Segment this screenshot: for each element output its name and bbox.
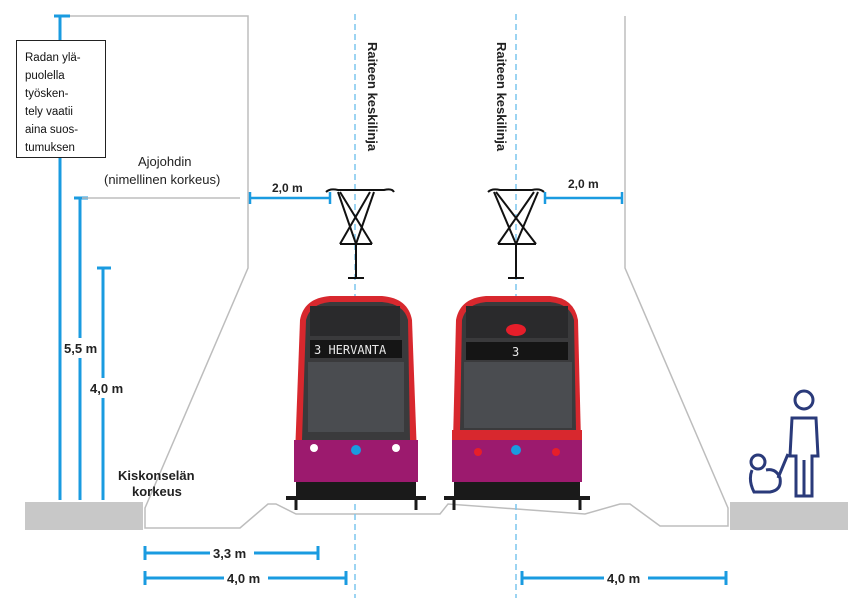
kiskonselan-label-1: Kiskonselän xyxy=(118,468,195,483)
right-tram: 3 xyxy=(444,296,590,510)
dog-icon xyxy=(748,453,790,494)
height-5-5-label: 5,5 m xyxy=(64,341,97,356)
left-tram: 3 HERVANTA xyxy=(286,296,426,510)
person-icon xyxy=(788,389,820,498)
left-tram-display: 3 HERVANTA xyxy=(314,343,387,357)
ajojohdin-label: Ajojohdin xyxy=(138,154,192,169)
width-4-0-right-label: 4,0 m xyxy=(607,571,640,586)
left-pantograph xyxy=(325,188,395,279)
right-platform xyxy=(730,502,848,530)
right-pantograph xyxy=(487,188,545,279)
width-4-0-left-label: 4,0 m xyxy=(227,571,260,586)
width-3-3-label: 3,3 m xyxy=(213,546,246,561)
width-2-0-left-label: 2,0 m xyxy=(272,181,303,195)
work-permit-note: Radan ylä- puolella työsken- tely vaatii… xyxy=(16,40,106,158)
left-platform xyxy=(25,502,143,530)
right-centerline-label: Raiteen keskilinja xyxy=(494,42,509,152)
width-2-0-right-label: 2,0 m xyxy=(568,177,599,191)
nimellinen-korkeus-label: (nimellinen korkeus) xyxy=(104,172,220,187)
clearance-envelope xyxy=(60,15,729,529)
left-centerline-label: Raiteen keskilinja xyxy=(365,42,380,152)
height-4-0-label: 4,0 m xyxy=(90,381,123,396)
work-permit-note-text: Radan ylä- puolella työsken- tely vaatii… xyxy=(25,52,81,154)
top-width-dimensions xyxy=(248,192,624,204)
kiskonselan-label-2: korkeus xyxy=(132,484,182,499)
right-tram-display: 3 xyxy=(512,345,519,359)
